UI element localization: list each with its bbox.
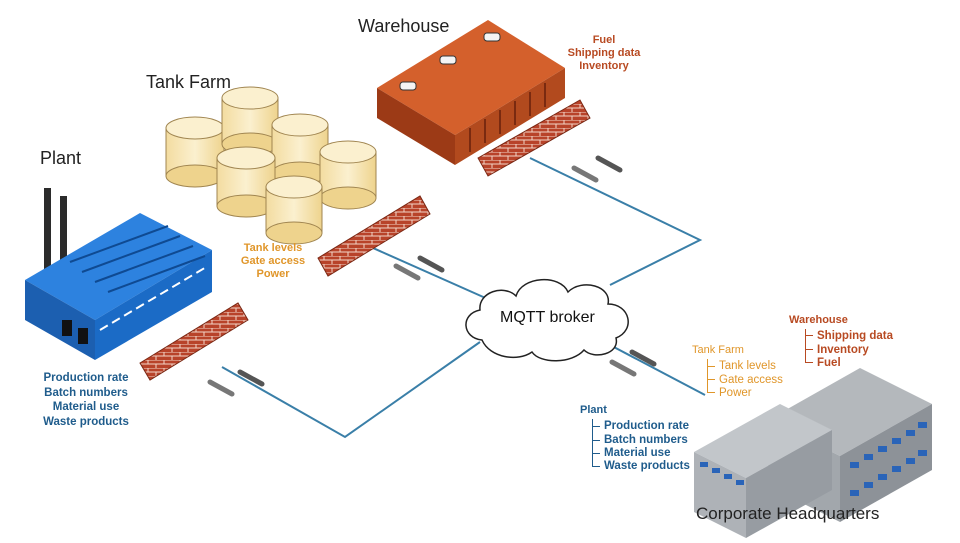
firewall-icon (477, 99, 591, 177)
storage-tank-icon (265, 175, 323, 245)
hq-tank-farm-item: Tank levels (719, 360, 776, 372)
tank-farm-title: Tank Farm (146, 72, 232, 92)
link-tankfarm-broker (354, 239, 491, 301)
hq-building (694, 368, 932, 538)
plant-data-item: Waste products (43, 415, 129, 428)
hq-title: Corporate Headquarters (696, 504, 880, 523)
tank-farm-data-list: Tank levels Gate access Power (230, 242, 316, 281)
plant-data-item: Production rate (43, 372, 129, 384)
hq-tank-farm-heading: Tank Farm (692, 344, 744, 356)
storage-tank-icon (221, 86, 279, 156)
plant-data-list: Production rate Batch numbers Material u… (36, 371, 136, 429)
hq-warehouse-item: Shipping data (817, 330, 894, 342)
plant-data-item: Material use (52, 401, 120, 413)
plant-title: Plant (40, 148, 82, 168)
warehouse-building (377, 20, 565, 165)
hq-plant-item: Batch numbers (604, 434, 688, 446)
firewall-icon (139, 302, 249, 381)
smokestack-icon (44, 188, 51, 288)
hq-tank-farm-item: Power (719, 387, 752, 399)
warehouse-data-item: Shipping data (567, 47, 641, 59)
hq-plant-item: Production rate (604, 420, 689, 432)
broker-label: MQTT broker (500, 309, 595, 326)
network-links (221, 157, 706, 439)
link-hq-broker (609, 344, 706, 396)
smokestack-icon (60, 196, 67, 288)
cloud-icon (465, 278, 629, 362)
tank-farm (165, 86, 377, 245)
tank-farm-data-item: Power (256, 268, 290, 280)
storage-tank-icon (216, 146, 276, 218)
hq-warehouse-item: Inventory (817, 344, 869, 356)
warehouse-data-item: Inventory (579, 60, 629, 72)
hq-warehouse-heading: Warehouse (789, 314, 848, 326)
warehouse-data-list: Fuel Shipping data Inventory (556, 34, 652, 73)
plant-building (25, 188, 212, 360)
storage-tank-icon (165, 116, 225, 188)
warehouse-data-item: Fuel (592, 34, 616, 46)
storage-tank-icon (271, 113, 329, 185)
bidirectional-arrow-icon (207, 369, 265, 397)
link-plant-broker (221, 341, 481, 439)
tank-farm-data-item: Gate access (240, 255, 306, 267)
hq-tank-farm-item: Gate access (719, 374, 783, 386)
hq-plant-item: Material use (604, 447, 671, 459)
firewall-icon (317, 195, 431, 277)
bidirectional-arrow-icon (393, 255, 445, 281)
warehouse-title: Warehouse (358, 16, 450, 36)
hq-plant-item: Waste products (604, 460, 690, 472)
storage-tank-icon (319, 140, 377, 210)
link-warehouse-broker (529, 157, 703, 286)
bidirectional-arrow-icon (571, 155, 623, 183)
hq-plant-heading: Plant (580, 404, 607, 416)
bidirectional-arrow-icon (609, 349, 657, 377)
hq-warehouse-item: Fuel (817, 357, 841, 369)
tank-farm-data-item: Tank levels (243, 242, 303, 254)
plant-data-item: Batch numbers (44, 386, 128, 399)
